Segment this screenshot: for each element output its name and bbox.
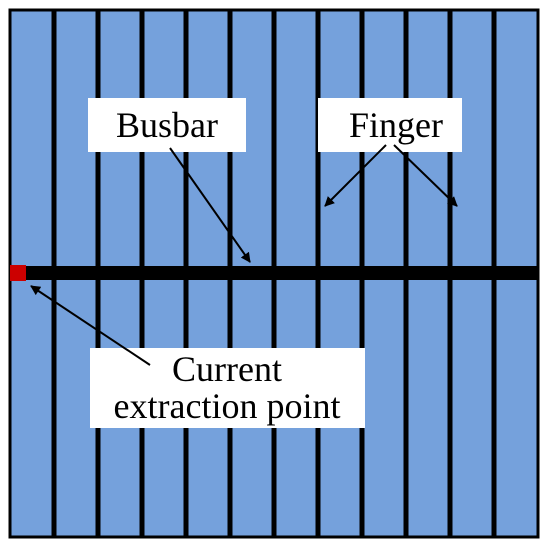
busbar-label-text: Busbar [116, 105, 218, 145]
finger-label: Finger [318, 98, 462, 152]
current-extraction-label-box [90, 348, 365, 428]
busbar-arrow [169, 147, 251, 263]
current-extraction-label: Current extraction point [90, 348, 365, 428]
busbar-line [10, 266, 538, 280]
extraction-point-marker [10, 265, 26, 281]
current-extraction-label-line2: extraction point [114, 386, 341, 426]
finger-arrow-right [393, 144, 458, 207]
extraction-point-arrow [30, 285, 151, 366]
busbar-label: Busbar [88, 98, 246, 152]
current-extraction-label-line1: Current [172, 349, 282, 389]
finger-label-box [318, 98, 462, 152]
finger-label-text: Finger [349, 105, 443, 145]
busbar-label-box [88, 98, 246, 152]
finger-arrow-left [324, 144, 387, 207]
